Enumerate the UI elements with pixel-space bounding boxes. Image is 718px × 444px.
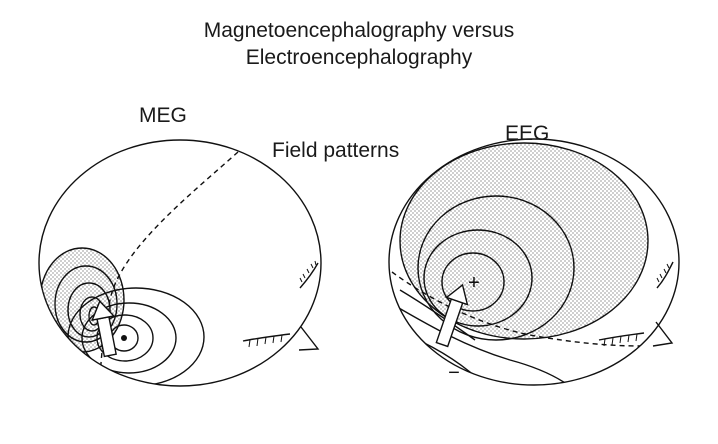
eeg-negative-contour-4 <box>399 289 476 341</box>
eeg-positive-contour-3 <box>423 229 533 327</box>
meg-nose <box>298 326 320 351</box>
meg-head <box>38 139 322 387</box>
eeg-positive-contour-4 <box>441 252 505 312</box>
meg-positive-contour-2 <box>81 302 177 374</box>
eeg-dipole-arrow <box>435 283 469 348</box>
meg-positive-contour-3 <box>96 314 154 362</box>
eeg-negative-contour-1 <box>389 299 576 385</box>
meg-source-dot <box>121 335 127 341</box>
meg-head-outline <box>38 139 322 387</box>
eeg-nose <box>652 321 674 347</box>
eeg-plus-sign: + <box>468 272 480 294</box>
figure-title-line-2: Electroencephalography <box>245 46 473 69</box>
meg-label: MEG <box>139 104 187 127</box>
meg-zero-line <box>99 151 239 386</box>
figure-title-line-1: Magnetoencephalography versus <box>203 19 515 42</box>
eeg-label: EEG <box>505 122 550 145</box>
eeg-ear <box>656 261 674 289</box>
meg-ear <box>299 262 319 289</box>
eeg-head <box>388 138 680 386</box>
meg-negative-contour-3 <box>67 282 111 338</box>
meg-positive-contour-1 <box>67 287 205 386</box>
field-patterns-label: Field patterns <box>272 139 400 162</box>
eeg-positive-contour-2 <box>417 195 575 341</box>
eeg-head-outline <box>388 138 680 386</box>
eeg-minus-sign: − <box>448 362 460 384</box>
meg-dipole-arrow <box>91 300 117 358</box>
meg-eye <box>242 333 291 342</box>
